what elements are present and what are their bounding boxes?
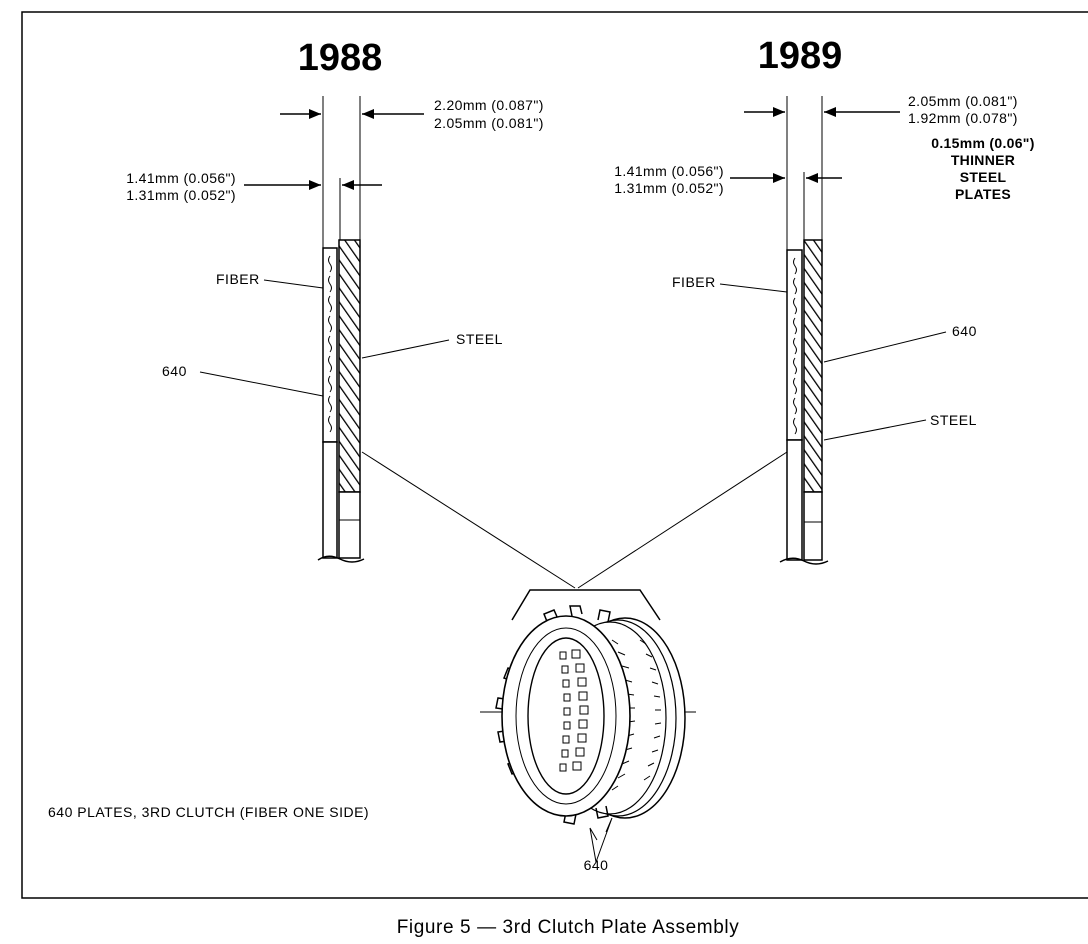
figure-footnote: 640 PLATES, 3RD CLUTCH (FIBER ONE SIDE) bbox=[48, 804, 369, 820]
year-1989: 1989 bbox=[758, 35, 843, 77]
zoom-connectors bbox=[361, 451, 788, 621]
figure-frame bbox=[21, 11, 1088, 899]
dim-overall-1988-line1: 2.20mm (0.087") bbox=[434, 97, 544, 113]
steel-core-1988 bbox=[338, 491, 361, 559]
steel-plate-1988 bbox=[338, 239, 361, 493]
dim-fiber-1988-line1: 1.41mm (0.056") bbox=[126, 170, 236, 186]
label-640-1989: 640 bbox=[952, 323, 977, 339]
label-fiber-1989: FIBER bbox=[672, 274, 716, 290]
fiber-core-1989 bbox=[786, 439, 803, 561]
fiber-plate-1988 bbox=[322, 247, 338, 443]
dim-fiber-1989-line2: 1.31mm (0.052") bbox=[614, 180, 724, 196]
dim-overall-1989-line1: 2.05mm (0.081") bbox=[908, 93, 1018, 109]
dim-fiber-1989-line1: 1.41mm (0.056") bbox=[614, 163, 724, 179]
year-1988: 1988 bbox=[298, 37, 383, 79]
note-thinner-line4: PLATES bbox=[955, 186, 1011, 202]
plate-stack-1988: 1988 2.20mm (0.087") 2.05mm (0.081") 1.4… bbox=[126, 37, 544, 563]
dim-overall-1988-line2: 2.05mm (0.081") bbox=[434, 115, 544, 131]
fiber-core-1988 bbox=[322, 441, 338, 559]
note-thinner-line1: 0.15mm (0.06") bbox=[931, 135, 1034, 151]
steel-core-1989 bbox=[803, 491, 823, 561]
label-640-1988: 640 bbox=[162, 363, 187, 379]
label-steel-1989: STEEL bbox=[930, 412, 977, 428]
clutch-plate-assembly-illustration: 640 bbox=[480, 605, 696, 873]
steel-plate-1989 bbox=[803, 239, 823, 493]
note-thinner-line3: STEEL bbox=[960, 169, 1007, 185]
dim-overall-1989-line2: 1.92mm (0.078") bbox=[908, 110, 1018, 126]
note-thinner-line2: THINNER bbox=[951, 152, 1015, 168]
label-fiber-1988: FIBER bbox=[216, 271, 260, 287]
label-steel-1988: STEEL bbox=[456, 331, 503, 347]
label-640-assembly: 640 bbox=[584, 857, 609, 873]
plate-stack-1989: 1989 2.05mm (0.081") 1.92mm (0.078") 0.1… bbox=[614, 35, 1034, 565]
figure-caption: Figure 5 — 3rd Clutch Plate Assembly bbox=[397, 917, 740, 938]
dim-fiber-1988-line2: 1.31mm (0.052") bbox=[126, 187, 236, 203]
